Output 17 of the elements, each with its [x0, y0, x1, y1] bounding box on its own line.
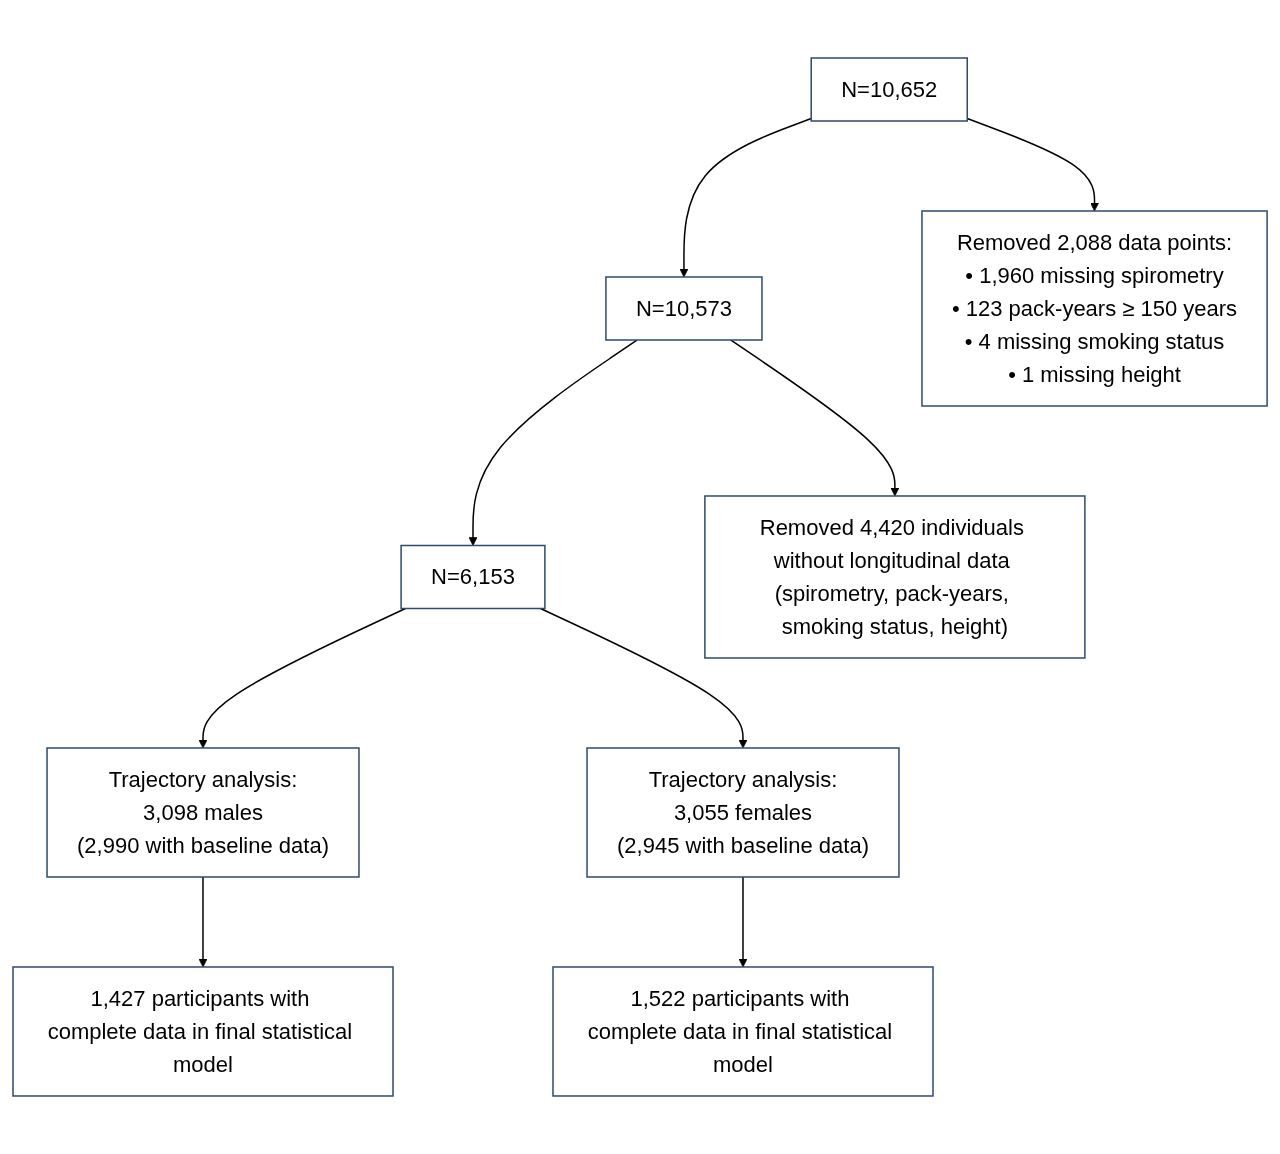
arrow	[729, 339, 900, 497]
node-box: N=6,153	[400, 544, 546, 610]
arrow	[966, 117, 1099, 212]
node-box: Trajectory analysis: 3,098 males (2,990 with baseline data)	[46, 747, 360, 878]
node-box: 1,522 participants with complete data in final statistical model	[552, 966, 934, 1097]
node-box: 1,427 participants with complete data in final statistical model	[12, 966, 394, 1097]
arrow	[198, 876, 208, 968]
arrow	[679, 117, 812, 278]
node-box: Removed 2,088 data points: • 1,960 missing spirometry • 123 pack-years ≥ 150 years • 4 missing smoking status • 1 missing height	[921, 210, 1268, 407]
arrow	[738, 876, 748, 968]
arrow	[198, 607, 407, 749]
node-box: N=10,652	[810, 57, 968, 122]
node-box: Removed 4,420 individuals without longitudinal data (spirometry, pack-years, smoking status, height)	[704, 495, 1086, 659]
arrow	[468, 339, 638, 546]
node-box: Trajectory analysis: 3,055 females (2,945 with baseline data)	[586, 747, 900, 878]
node-box: N=10,573	[605, 276, 763, 341]
arrow	[539, 607, 748, 749]
